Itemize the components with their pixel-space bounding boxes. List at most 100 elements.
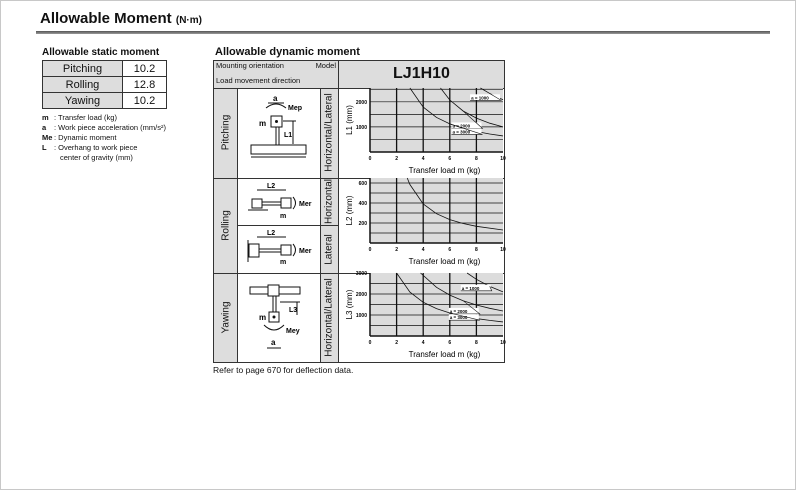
x-axis-label: Transfer load m (kg) [409, 166, 481, 175]
rolling-cell [213, 178, 238, 274]
x-tick-label: 6 [448, 247, 451, 253]
yawing-diagram [249, 284, 301, 349]
x-tick-label: 8 [475, 340, 478, 346]
series-leader [448, 300, 481, 315]
diag-a: a [273, 94, 278, 103]
x-tick-label: 2 [395, 247, 398, 253]
y-tick-label: 600 [359, 181, 368, 187]
x-tick-label: 8 [475, 156, 478, 162]
y-axis-label: L3 (mm) [345, 289, 354, 319]
series-label: a = 2000 [452, 123, 470, 128]
x-tick-label: 2 [395, 340, 398, 346]
y-tick-label: 2000 [356, 100, 367, 106]
diag-a: a [271, 338, 276, 347]
symbol-legend: m : Transfer load (kg) a : Work piece acce… [42, 113, 166, 163]
title-rule [36, 31, 770, 34]
diag-m: m [280, 213, 286, 220]
diag-mer: Mer [299, 201, 312, 208]
x-axis-label: Transfer load m (kg) [409, 257, 481, 266]
x-tick-label: 0 [369, 156, 372, 162]
series-leader [448, 312, 480, 321]
header-corner: Mounting orientation Model Load movement… [213, 60, 339, 89]
x-tick-label: 2 [395, 156, 398, 162]
series-label-bg [448, 314, 479, 321]
diag-mer: Mer [299, 248, 312, 255]
page-title: Allowable Moment (N·m) [40, 10, 202, 27]
plot-area [370, 178, 503, 243]
row-value: 12.8 [122, 76, 167, 93]
series-label-bg [460, 284, 491, 291]
diag-m: m [259, 119, 266, 128]
series-leader [470, 93, 503, 101]
series-line [466, 272, 504, 293]
pitching-diagram [250, 102, 307, 158]
series-label: a = 3000 [450, 315, 468, 320]
diag-l2: L2 [267, 230, 275, 237]
legend-symbol: Me [42, 133, 53, 142]
title-text: Allowable Moment [40, 10, 172, 27]
series-leader [460, 286, 493, 292]
y-tick-label: 1000 [356, 313, 367, 319]
series-line [406, 177, 504, 231]
diag-m: m [280, 259, 286, 266]
x-tick-label: 4 [422, 247, 425, 253]
series-label-bg [451, 128, 482, 135]
series-line [440, 87, 504, 128]
series-leader [449, 123, 483, 135]
y-tick-label: 3000 [356, 271, 367, 277]
series-label: a = 1000 [462, 286, 480, 291]
y-tick-label: 400 [359, 201, 368, 207]
legend-symbol: L [42, 143, 47, 152]
series-label-bg [451, 122, 482, 129]
legend-text: : Transfer load (kg) [54, 113, 117, 122]
series-label-bg [448, 307, 479, 314]
model-cell [338, 60, 505, 89]
rolling-l-diagram [247, 236, 296, 262]
x-tick-label: 0 [369, 340, 372, 346]
legend-text: center of gravity (mm) [60, 153, 133, 162]
x-tick-label: 10 [500, 247, 506, 253]
diag-l2: L2 [267, 183, 275, 190]
y-tick-label: 200 [359, 221, 368, 227]
series-label: a = 1000 [471, 95, 489, 100]
row-label: Pitching [42, 60, 123, 77]
y-tick-label: 2000 [356, 292, 367, 298]
x-tick-label: 4 [422, 340, 425, 346]
series-label: a = 2000 [450, 309, 468, 314]
model-name: LJ1H10 [393, 65, 450, 82]
y-tick-label: 1000 [356, 125, 367, 131]
header-model: Model [315, 61, 336, 70]
title-unit: (N·m) [175, 15, 202, 26]
row-value: 10.2 [122, 92, 167, 109]
diag-mey: Mey [286, 328, 300, 335]
x-tick-label: 6 [448, 156, 451, 162]
series-label: a = 3000 [452, 129, 470, 134]
diag-l1: L1 [284, 132, 292, 139]
legend-text: : Overhang to work piece [54, 143, 138, 152]
legend-symbol: a [42, 123, 47, 132]
legend-text: : Dynamic moment [54, 133, 117, 142]
x-tick-label: 4 [422, 156, 425, 162]
series-label-bg [470, 94, 501, 101]
x-tick-label: 10 [500, 156, 506, 162]
chart-rolling: 0 2 4 6 8 10 200 400 600 L2 (mm) Transfer load m (… [345, 177, 506, 266]
diag-mep: Mep [288, 105, 302, 112]
x-axis-label: Transfer load m (kg) [409, 350, 481, 359]
deflection-note: Refer to page 670 for deflection data. [213, 365, 354, 375]
x-tick-label: 6 [448, 340, 451, 346]
x-tick-label: 8 [475, 247, 478, 253]
y-axis-label: L2 (mm) [345, 195, 354, 225]
legend-text: : Work piece acceleration (mm/s²) [54, 123, 166, 132]
y-axis-label: L1 (mm) [345, 105, 354, 135]
dynamic-heading: Allowable dynamic moment [215, 46, 360, 58]
header-mounting: Mounting orientation [216, 61, 284, 70]
legend-symbol: m [42, 113, 49, 122]
diag-m: m [259, 313, 266, 322]
diag-l3: L3 [289, 307, 297, 314]
x-tick-label: 0 [369, 247, 372, 253]
